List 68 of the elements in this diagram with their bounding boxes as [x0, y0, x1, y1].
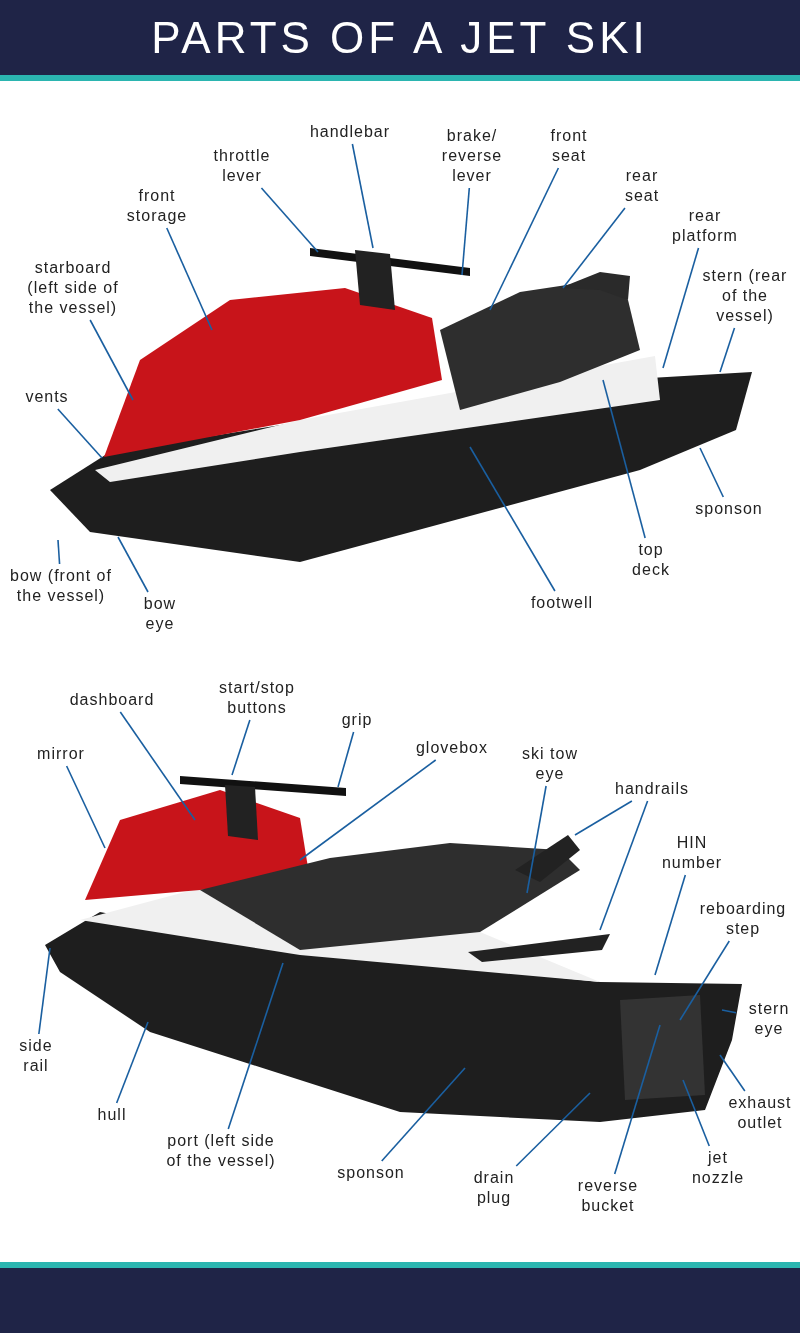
leader-line — [461, 187, 471, 276]
leader-line — [469, 446, 556, 592]
part-label: ski tow eye — [510, 744, 590, 784]
leader-line — [562, 207, 626, 289]
leader-line — [227, 962, 284, 1130]
part-label: exhaust outlet — [720, 1093, 800, 1133]
part-label: HIN number — [652, 833, 732, 873]
part-label: rear seat — [612, 166, 672, 206]
part-label: grip — [327, 710, 387, 730]
leader-line — [260, 187, 319, 253]
leader-line — [699, 447, 725, 498]
part-label: glovebox — [402, 738, 502, 758]
leader-line — [574, 800, 633, 836]
part-label: drain plug — [464, 1168, 524, 1208]
leader-line — [602, 379, 646, 539]
leader-line — [337, 731, 355, 788]
part-label: start/stop buttons — [207, 678, 307, 718]
part-label: sponson — [326, 1163, 416, 1183]
leader-line — [489, 167, 560, 311]
part-label: handlebar — [295, 122, 405, 142]
part-label: starboard (left side of the vessel) — [18, 258, 128, 318]
leader-line — [654, 874, 687, 976]
part-label: front storage — [117, 186, 197, 226]
leader-line — [117, 536, 149, 593]
part-label: footwell — [517, 593, 607, 613]
leader-line — [380, 1067, 466, 1162]
part-label: reboarding step — [688, 899, 798, 939]
leader-line — [231, 719, 251, 776]
leader-line — [351, 143, 374, 249]
part-label: handrails — [602, 779, 702, 799]
leader-line — [57, 408, 103, 459]
part-label: side rail — [11, 1036, 61, 1076]
leader-line — [57, 539, 61, 565]
leader-line — [115, 1021, 149, 1104]
part-label: stern eye — [739, 999, 799, 1039]
leader-line — [515, 1092, 591, 1167]
leader-line — [719, 1054, 746, 1092]
leader-line — [613, 1024, 661, 1175]
leader-line — [89, 319, 134, 401]
part-label: stern (rear of the vessel) — [695, 266, 795, 326]
leader-line — [599, 800, 649, 931]
part-label: bow eye — [135, 594, 185, 634]
part-label: front seat — [539, 126, 599, 166]
leader-line — [165, 227, 213, 331]
leader-line — [721, 1009, 737, 1014]
leader-line — [65, 765, 106, 849]
part-label: rear platform — [665, 206, 745, 246]
part-label: dashboard — [57, 690, 167, 710]
part-label: hull — [82, 1105, 142, 1125]
part-label: jet nozzle — [688, 1148, 748, 1188]
leader-line — [119, 711, 196, 821]
leader-line — [299, 759, 437, 861]
leader-line — [38, 947, 51, 1035]
leader-line — [719, 327, 736, 373]
part-label: mirror — [26, 744, 96, 764]
part-label: vents — [17, 387, 77, 407]
leader-line — [526, 785, 547, 894]
part-label: sponson — [684, 499, 774, 519]
part-label: bow (front of the vessel) — [6, 566, 116, 606]
part-label: throttle lever — [202, 146, 282, 186]
part-label: top deck — [621, 540, 681, 580]
part-label: brake/ reverse lever — [434, 126, 510, 186]
part-label: reverse bucket — [568, 1176, 648, 1216]
title: PARTS OF A JET SKI — [151, 12, 649, 64]
leader-line — [662, 247, 700, 369]
leader-line — [682, 1079, 711, 1147]
leader-line — [679, 940, 731, 1021]
part-label: port (left side of the vessel) — [161, 1131, 281, 1171]
